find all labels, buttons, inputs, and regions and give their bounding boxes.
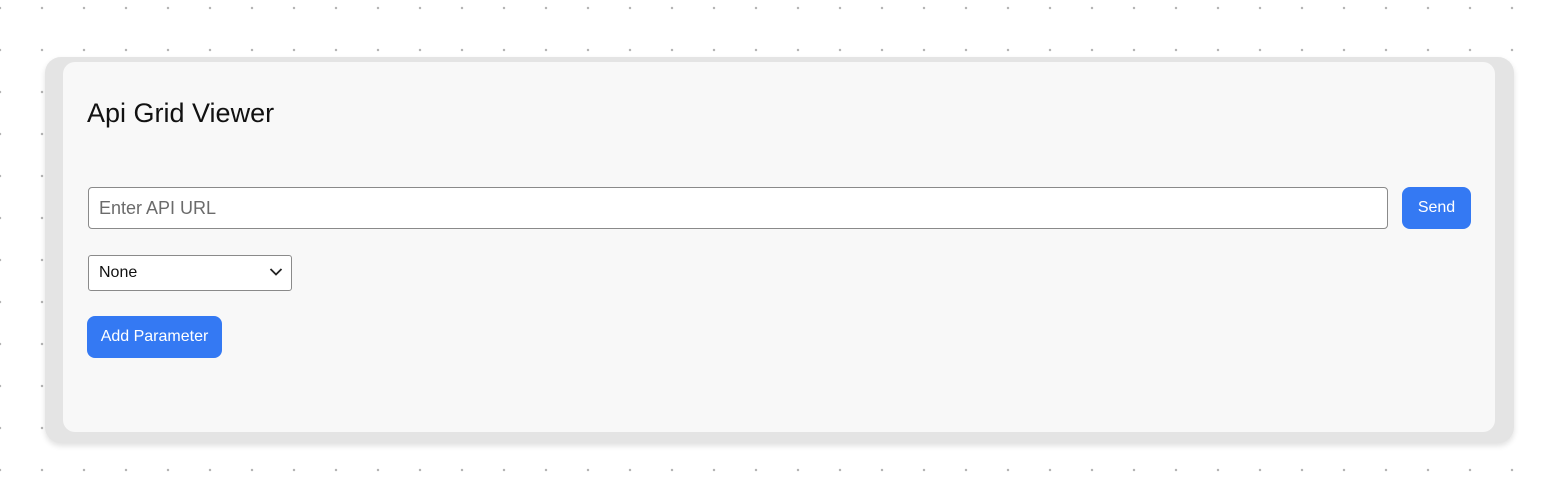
send-button[interactable]: Send <box>1402 187 1471 229</box>
page-title: Api Grid Viewer <box>87 98 275 128</box>
select-value: None <box>99 264 138 281</box>
chevron-down-icon <box>269 268 283 276</box>
add-parameter-button[interactable]: Add Parameter <box>87 316 222 358</box>
api-grid-viewer-card <box>63 62 1495 432</box>
api-url-input[interactable] <box>88 187 1388 229</box>
auth-type-select[interactable]: None <box>88 255 292 291</box>
